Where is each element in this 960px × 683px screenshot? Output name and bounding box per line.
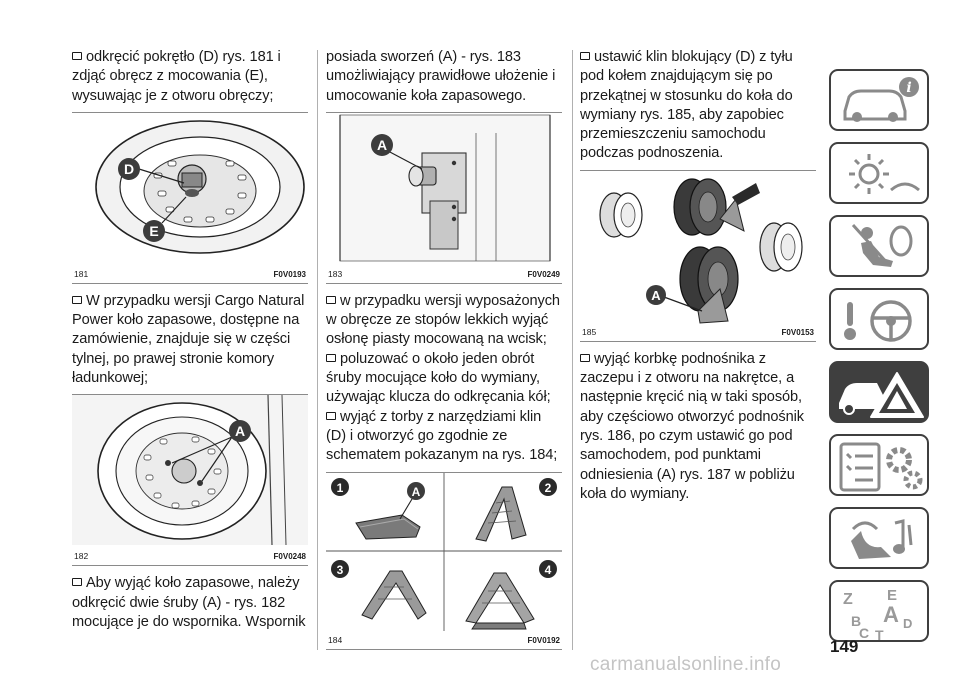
figure-number: 183 — [328, 268, 343, 279]
svg-text:D: D — [124, 161, 134, 177]
list-item: poluzować o około jeden obrót śruby mocu… — [326, 350, 551, 406]
paragraph: posiada sworzeń (A) - rys. 183 umożliwia… — [326, 49, 556, 104]
callout-a — [407, 481, 425, 500]
svg-text:E: E — [149, 223, 158, 239]
bullet-icon — [326, 295, 336, 304]
emergency-icon[interactable] — [829, 361, 929, 423]
figure-code: F0V0249 — [527, 269, 560, 279]
column-2: posiada sworzeń (A) - rys. 183 umożliwia… — [326, 48, 562, 658]
callout-a — [646, 284, 666, 305]
svg-text:Z: Z — [843, 591, 853, 608]
svg-text:A: A — [883, 602, 899, 627]
svg-text:i: i — [906, 80, 911, 96]
paragraph: Aby wyjąć koło zapasowe, należy odkręcić… — [72, 575, 306, 630]
index-icon[interactable]: Z E B A D C T — [829, 580, 929, 643]
wedge-unfolding-diagram: 1 A 2 3 4 — [326, 472, 562, 631]
svg-text:A: A — [377, 137, 387, 153]
figure-code: F0V0248 — [273, 552, 306, 562]
figure-code: F0V0193 — [273, 269, 306, 279]
column-divider — [317, 50, 318, 650]
list-item: wyjąć z torby z narzędziami klin (D) i o… — [326, 408, 558, 464]
list-item: w przypadku wersji wyposażonych w obręcz… — [326, 292, 560, 348]
svg-text:B: B — [851, 613, 861, 629]
column-3: ustawić klin blokujący (D) z tyłu pod ko… — [580, 48, 816, 504]
spare-wheel-bracket-illustration: A — [339, 114, 551, 262]
figure-number: 182 — [74, 551, 89, 562]
svg-text:A: A — [235, 423, 245, 439]
cargo-spare-wheel-illustration: A — [72, 395, 308, 546]
figure-185: A 185 F0V0153 — [580, 169, 816, 342]
callout-d — [118, 157, 140, 180]
paragraph: wyjąć korbkę podnośnika z zaczepu i z ot… — [580, 350, 804, 502]
figure-number: 185 — [582, 326, 597, 337]
svg-text:4: 4 — [545, 563, 552, 577]
figure-183: A 183 F0V0249 — [326, 111, 562, 284]
bullet-icon — [72, 52, 82, 60]
starting-driving-icon[interactable] — [829, 288, 929, 350]
bullet-icon — [72, 578, 82, 587]
paragraph: odkręcić pokrętło (D) rys. 181 i zdjąć o… — [72, 49, 281, 104]
bullet-icon — [580, 52, 590, 60]
bullet-icon — [326, 353, 336, 362]
bullet-icon — [580, 353, 590, 362]
maintenance-icon[interactable] — [829, 434, 929, 496]
svg-text:A: A — [412, 485, 421, 499]
figure-181: D E 181 F0V0193 — [72, 111, 308, 284]
svg-text:A: A — [651, 288, 661, 303]
paragraph: ustawić klin blokujący (D) z tyłu pod ko… — [580, 49, 793, 162]
paragraph: W przypadku wersji Cargo Natural Power k… — [72, 292, 305, 387]
callout-a — [229, 420, 251, 443]
figure-number: 184 — [328, 634, 343, 645]
wheel-chock-illustration: A — [599, 178, 803, 324]
bullet-icon — [326, 411, 336, 420]
page-number: 149 — [830, 637, 859, 656]
car-info-icon[interactable]: i — [829, 69, 929, 131]
figure-182: A 182 F0V0248 — [72, 394, 308, 567]
svg-text:2: 2 — [545, 481, 552, 495]
svg-text:E: E — [887, 587, 897, 604]
callout-e — [143, 219, 165, 242]
svg-text:3: 3 — [337, 563, 344, 577]
figure-number: 181 — [74, 268, 89, 279]
callout-a — [371, 133, 393, 156]
figure-184: 1 A 2 3 4 184 F0V0192 — [326, 471, 562, 650]
svg-text:T: T — [875, 627, 884, 643]
svg-text:C: C — [859, 625, 869, 641]
svg-text:1: 1 — [337, 481, 344, 495]
column-divider — [572, 50, 573, 650]
watermark: carmanualsonline.info — [590, 654, 782, 675]
bullet-icon — [72, 295, 82, 304]
svg-text:D: D — [903, 616, 912, 631]
technical-data-icon[interactable] — [829, 507, 929, 569]
figure-code: F0V0192 — [527, 635, 560, 645]
safety-airbag-icon[interactable] — [829, 215, 929, 277]
spare-wheel-illustration: D E — [95, 120, 305, 254]
figure-code: F0V0153 — [781, 327, 814, 337]
column-1: odkręcić pokrętło (D) rys. 181 i zdjąć o… — [72, 48, 308, 632]
dashboard-lights-icon[interactable] — [829, 142, 929, 204]
